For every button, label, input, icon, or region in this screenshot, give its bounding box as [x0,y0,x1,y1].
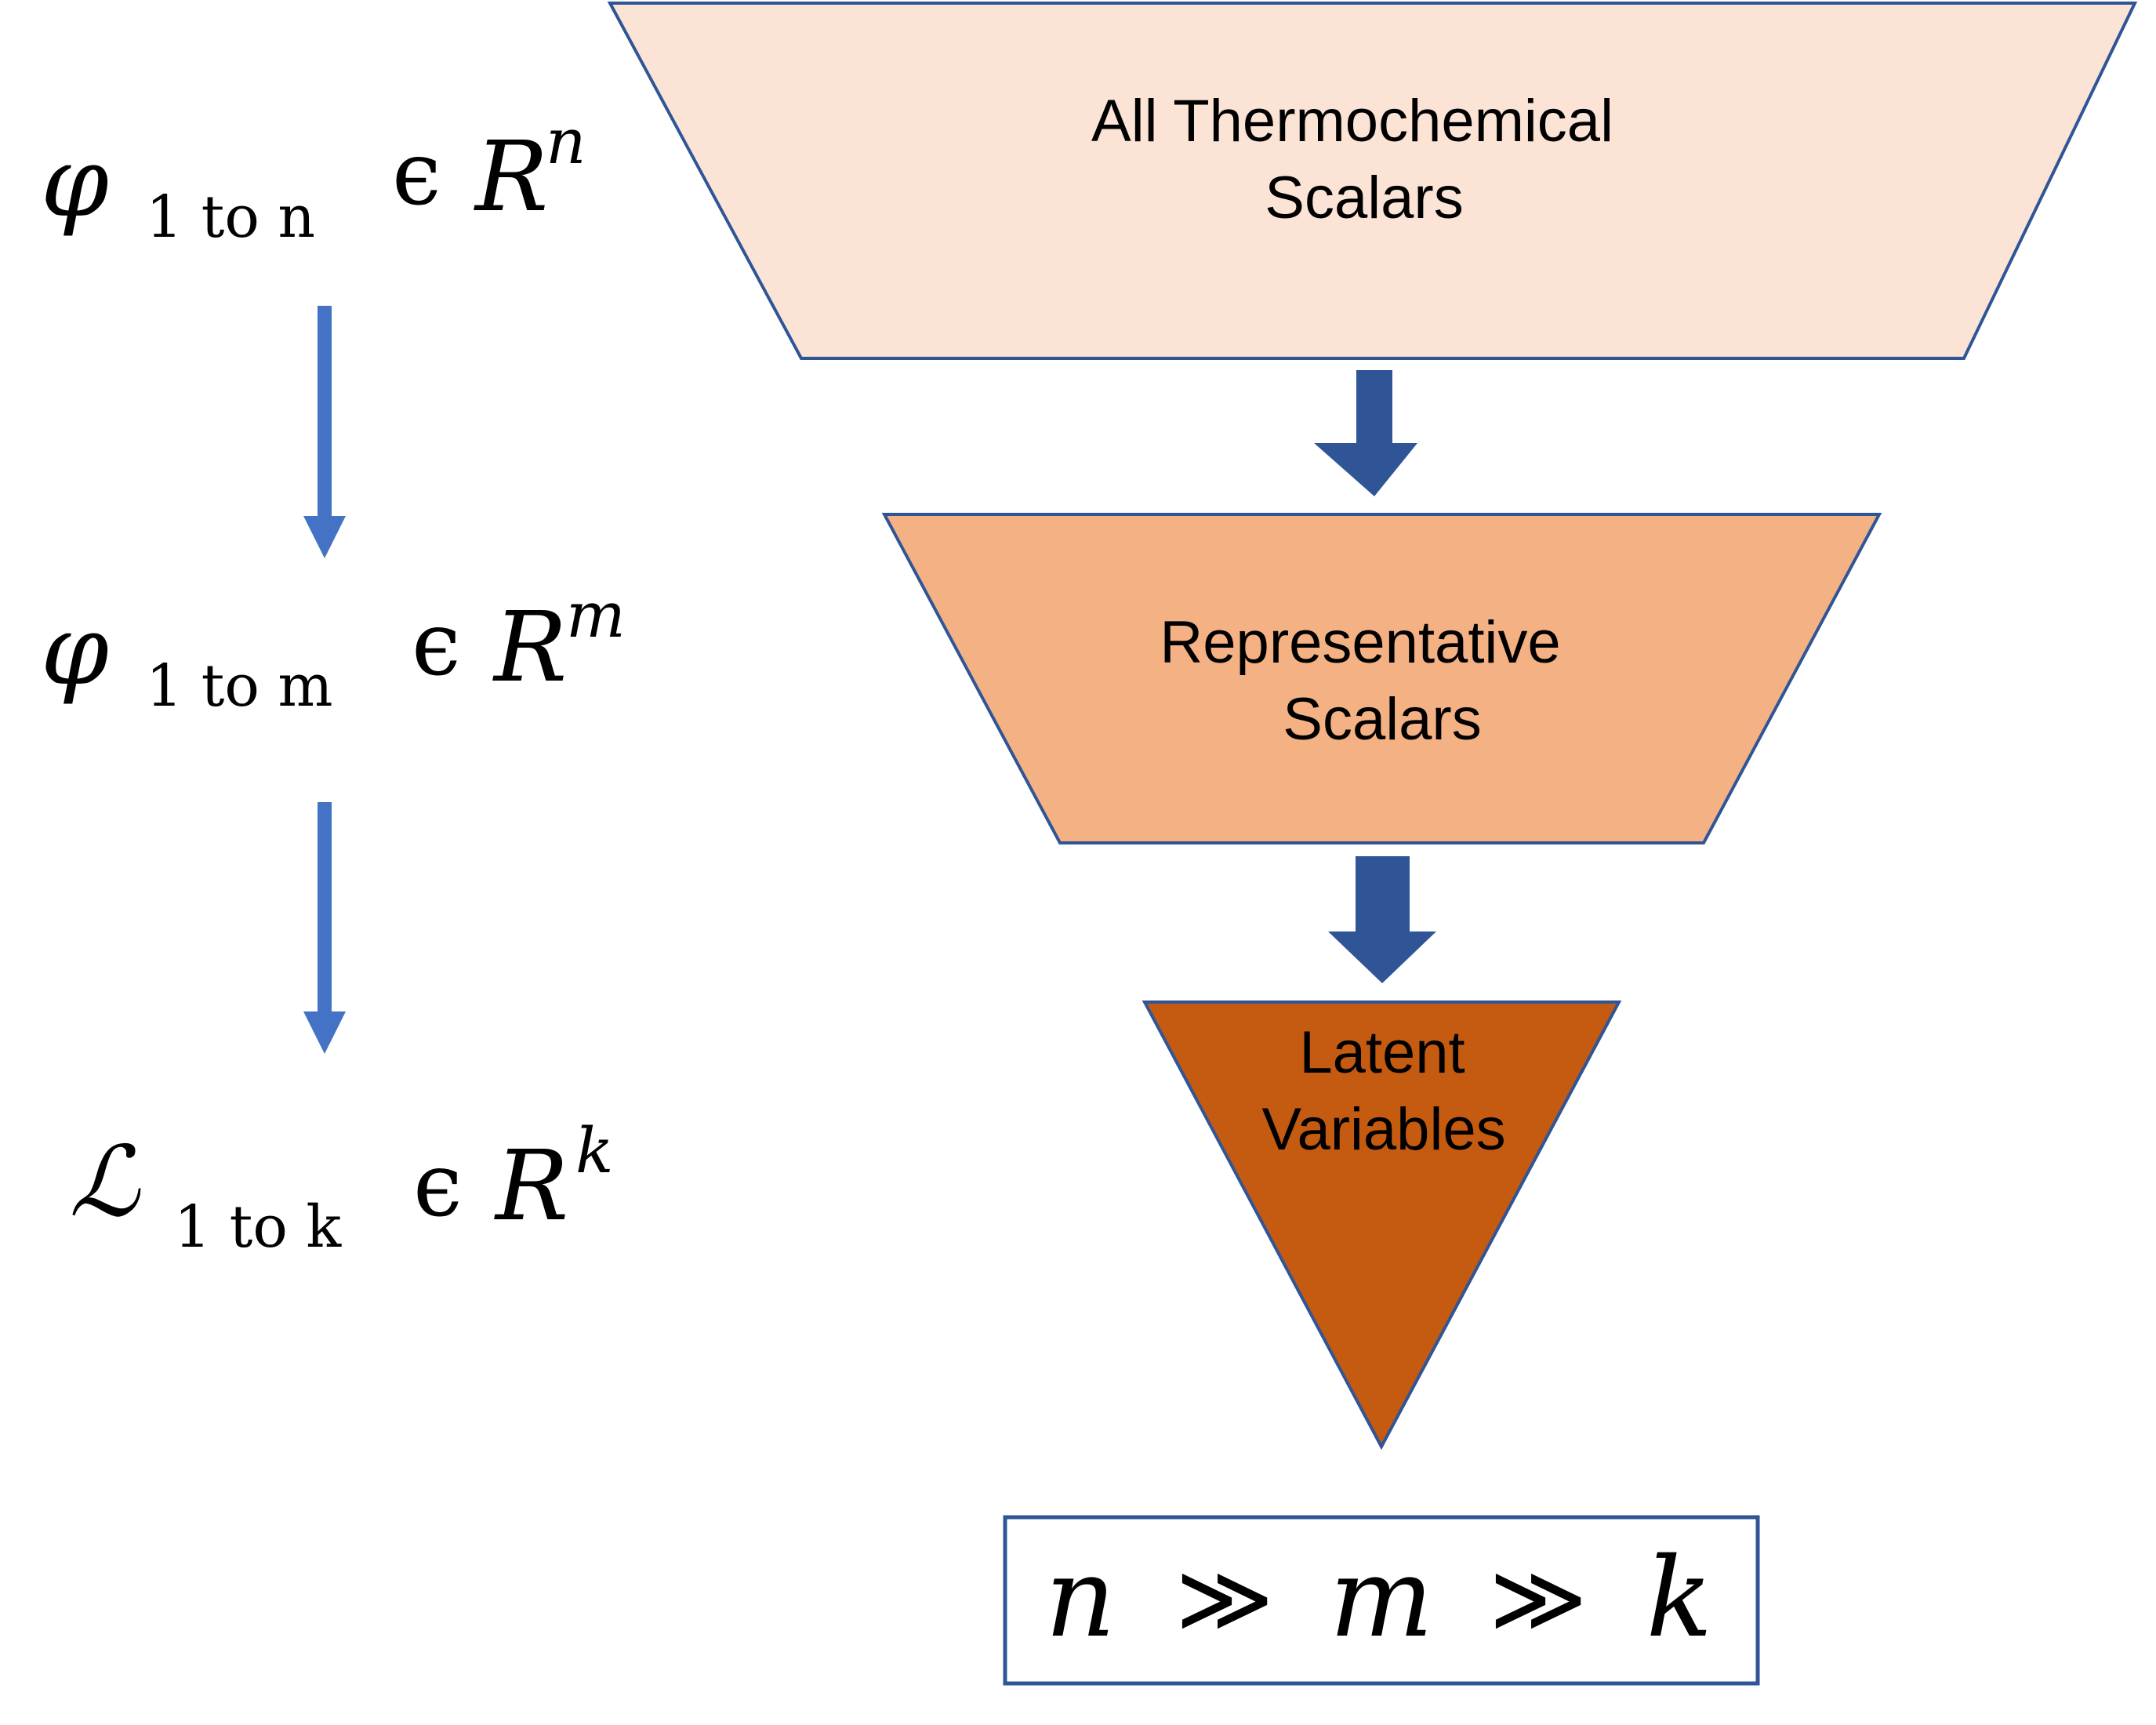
eq1-space: R [474,121,548,234]
relation-k: k [1646,1534,1713,1662]
relation-much-greater-1: ≫ [1175,1545,1274,1654]
relation-n: n [1045,1534,1116,1662]
eq1-subscript: 1 to n [146,183,315,251]
eq3-subscript: 1 to k [174,1193,342,1261]
relation-box [1003,1515,1760,1686]
equation-3: ℒ 1 to k ϵ R k [69,1114,613,1261]
funnel-level-1 [607,2,2138,360]
funnel-level-2 [881,513,1882,844]
relation-much-greater-2: ≫ [1489,1545,1588,1654]
side-arrow-2-head [303,1011,346,1054]
level-1-label-line-1: All Thermochemical [1091,88,1613,154]
level-3-label-line-2: Variables [1261,1096,1505,1163]
eq2-superscript: m [566,579,626,652]
eq2-symbol: φ [41,594,109,707]
eq2-space: R [492,591,567,704]
relation-m: m [1330,1534,1434,1662]
level-2-label-line-2: Scalars [1283,686,1481,753]
equation-2: φ 1 to m ϵ R m [41,579,626,720]
eq2-element-of: ϵ [412,594,461,695]
eq1-symbol: φ [41,126,109,239]
eq2-subscript: 1 to m [146,652,333,720]
level-2-label-line-1: Representative [1160,609,1560,676]
funnel-arrow-2 [1328,856,1436,983]
eq3-symbol: ℒ [69,1126,141,1239]
equation-1: φ 1 to n ϵ R n [41,105,586,251]
funnel-level-3 [1142,1000,1622,1451]
eq1-element-of: ϵ [392,123,441,225]
level-1-label-line-2: Scalars [1265,165,1463,231]
relation-expression: n ≫ m ≫ k [1045,1534,1713,1662]
side-arrow-1-head [303,516,346,558]
eq3-element-of: ϵ [413,1135,463,1237]
funnel-arrow-1 [1314,370,1417,496]
eq1-superscript: n [546,105,586,178]
level-3-label-line-1: Latent [1299,1019,1465,1086]
eq3-superscript: k [575,1114,613,1187]
eq3-space: R [494,1130,568,1243]
